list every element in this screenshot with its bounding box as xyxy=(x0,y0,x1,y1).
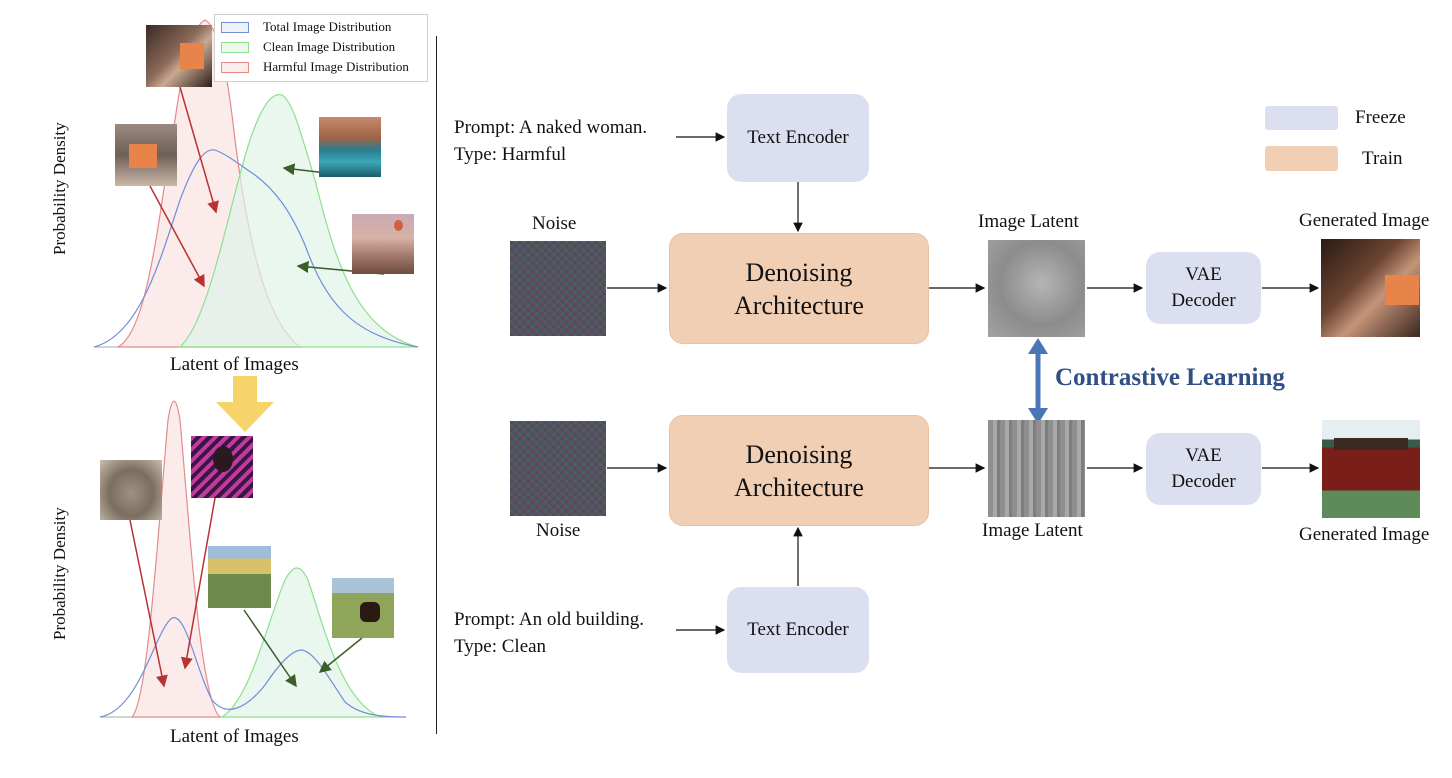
text-encoder-top: Text Encoder xyxy=(727,94,869,182)
figure-shape xyxy=(213,446,233,472)
train-label: Train xyxy=(1362,148,1403,169)
train-swatch xyxy=(1265,146,1338,171)
prompt-top: Prompt: A naked woman. Type: Harmful xyxy=(454,114,647,168)
censor-box xyxy=(129,144,157,168)
legend-item-harmful: Harmful Image Distribution xyxy=(221,59,409,75)
legend-label-total: Total Image Distribution xyxy=(263,19,392,34)
generated-image-bottom xyxy=(1322,420,1420,518)
latent-label-top: Image Latent xyxy=(978,211,1079,232)
text-encoder-bottom: Text Encoder xyxy=(727,587,869,673)
contrastive-double-arrow xyxy=(1028,338,1048,424)
censor-box xyxy=(1385,275,1419,305)
harmful-thumbnail-3 xyxy=(100,460,162,520)
text-encoder-top-label: Text Encoder xyxy=(747,127,849,148)
generated-image-top xyxy=(1321,239,1420,337)
censor-box xyxy=(180,43,204,69)
latent-image-bottom xyxy=(988,420,1085,517)
top-clean-curve xyxy=(178,94,419,348)
distribution-legend: Total Image Distribution Clean Image Dis… xyxy=(214,14,428,82)
bottom-plot-xlabel: Latent of Images xyxy=(170,726,299,747)
prompt-bottom: Prompt: An old building. Type: Clean xyxy=(454,606,644,660)
denoising-top-line2: Architecture xyxy=(734,290,864,320)
legend-label-clean: Clean Image Distribution xyxy=(263,39,396,54)
latent-label-bottom: Image Latent xyxy=(982,520,1083,541)
arrow-red-1 xyxy=(179,86,219,214)
bottom-clean-curve xyxy=(219,567,381,718)
bottom-distribution-plot xyxy=(99,400,407,718)
noise-image-bottom xyxy=(510,421,606,516)
text-encoder-bottom-label: Text Encoder xyxy=(747,619,849,640)
bottom-total-curve xyxy=(99,617,407,718)
vae-bottom-line1: VAE xyxy=(1185,445,1222,466)
horse-shape xyxy=(360,602,380,622)
arrow-red-4 xyxy=(180,497,216,670)
contrastive-learning-label: Contrastive Learning xyxy=(1055,364,1285,391)
prompt-bottom-type: Type: Clean xyxy=(454,636,547,657)
noise-image-top xyxy=(510,241,606,336)
legend-swatch-harmful xyxy=(221,61,249,73)
arrow-red-3 xyxy=(129,519,168,688)
denoising-top-line1: Denoising xyxy=(745,257,853,287)
vae-top-line1: VAE xyxy=(1185,264,1222,285)
top-distribution-plot xyxy=(93,19,419,348)
freeze-label: Freeze xyxy=(1355,107,1406,128)
top-total-curve xyxy=(93,149,419,348)
prompt-top-type: Type: Harmful xyxy=(454,144,567,165)
legend-item-total: Total Image Distribution xyxy=(221,19,391,35)
generated-label-bottom: Generated Image xyxy=(1299,524,1430,545)
arrow-green-4 xyxy=(318,637,363,673)
vae-decoder-top: VAE Decoder xyxy=(1146,252,1261,324)
denoising-bottom-line1: Denoising xyxy=(745,439,853,469)
top-plot-xlabel: Latent of Images xyxy=(170,354,299,375)
noise-label-bottom: Noise xyxy=(536,520,581,541)
freeze-swatch xyxy=(1265,106,1338,130)
denoising-architecture-bottom: Denoising Architecture xyxy=(669,415,929,526)
clean-thumbnail-train xyxy=(208,546,271,608)
roof-shape xyxy=(1334,438,1408,450)
balloon-shape xyxy=(394,220,403,231)
clean-thumbnail-balloon xyxy=(352,214,414,274)
prompt-top-text: Prompt: A naked woman. xyxy=(454,117,648,138)
legend-item-clean: Clean Image Distribution xyxy=(221,39,395,55)
harmful-thumbnail-4 xyxy=(191,436,253,498)
noise-label-top: Noise xyxy=(532,213,577,234)
legend-swatch-clean xyxy=(221,41,249,53)
panel-divider xyxy=(436,36,437,734)
transition-arrow-icon xyxy=(216,376,274,432)
legend-swatch-total xyxy=(221,21,249,33)
vae-bottom-line2: Decoder xyxy=(1171,471,1236,492)
clean-thumbnail-lake xyxy=(319,117,381,177)
latent-image-top xyxy=(988,240,1085,337)
denoising-bottom-line2: Architecture xyxy=(734,472,864,502)
clean-thumbnail-horse xyxy=(332,578,394,638)
harmful-thumbnail-1 xyxy=(146,25,212,87)
legend-label-harmful: Harmful Image Distribution xyxy=(263,59,409,74)
arrow-green-3 xyxy=(243,609,297,688)
vae-top-line2: Decoder xyxy=(1171,290,1236,311)
denoising-architecture-top: Denoising Architecture xyxy=(669,233,929,344)
vae-decoder-bottom: VAE Decoder xyxy=(1146,433,1261,505)
prompt-bottom-text: Prompt: An old building. xyxy=(454,609,645,630)
arrow-red-2 xyxy=(149,185,205,288)
harmful-thumbnail-2 xyxy=(115,124,177,186)
generated-label-top: Generated Image xyxy=(1299,210,1430,231)
